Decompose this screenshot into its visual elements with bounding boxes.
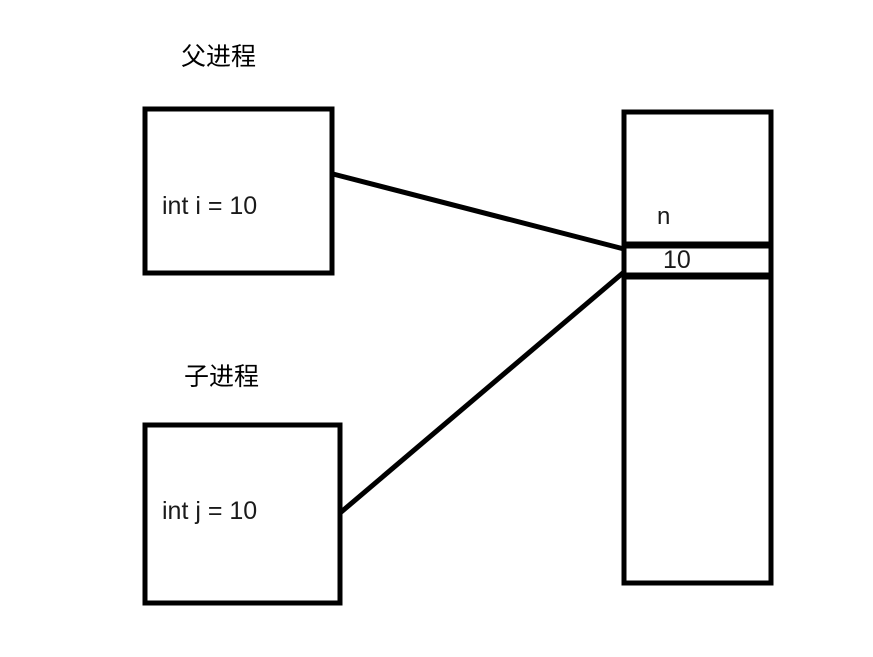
- memory-region-box: [621, 109, 774, 586]
- memory-variable-name-label: n: [657, 203, 671, 230]
- child-to-memory-connector: [338, 270, 626, 515]
- parent-process-code-label: int i = 10: [162, 192, 258, 220]
- parent-process-title: 父进程: [181, 43, 257, 71]
- parent-process-box: [142, 106, 335, 276]
- child-process-box: [142, 422, 343, 606]
- child-process-code-label: int j = 10: [162, 497, 258, 525]
- memory-cell-value-label: 10: [663, 246, 691, 274]
- child-process-title: 子进程: [184, 363, 260, 391]
- parent-to-memory-connector: [332, 171, 625, 252]
